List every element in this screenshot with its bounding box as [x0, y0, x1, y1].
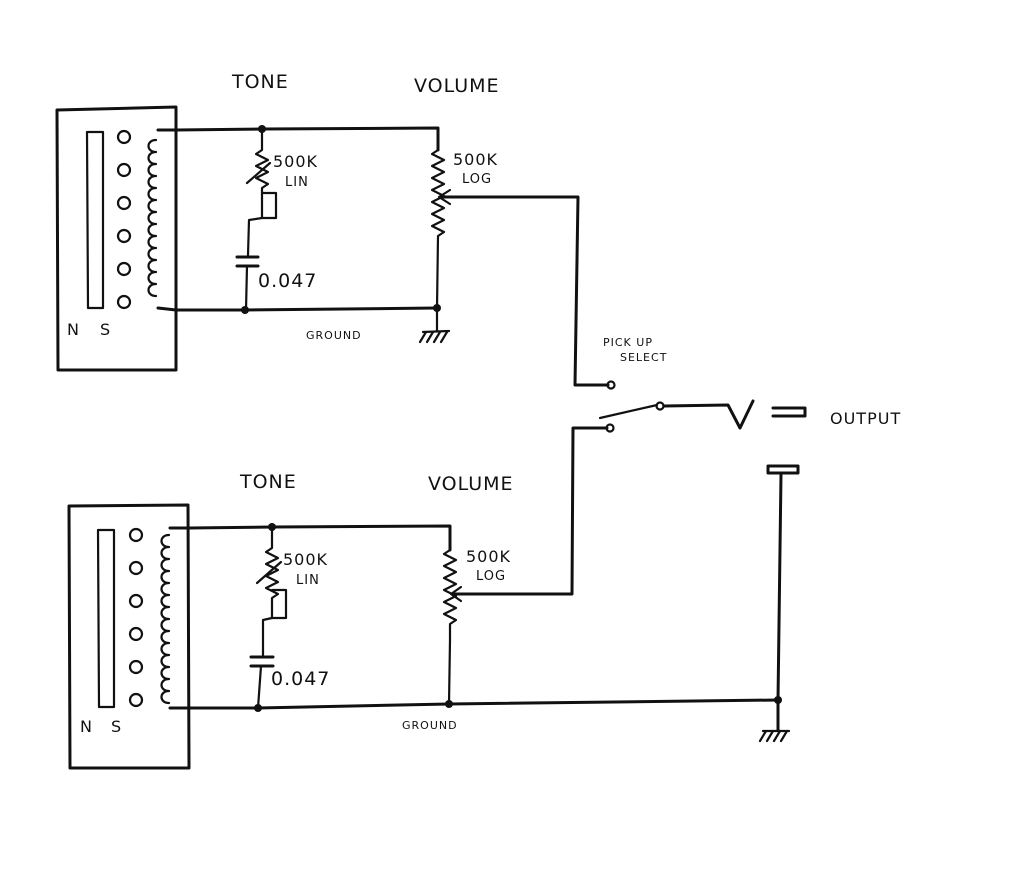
pickup-2-coil	[160, 533, 171, 705]
pickup-2-north-label: N	[80, 717, 93, 736]
pickup-1-capacitor-value: 0.047	[258, 270, 317, 292]
output-jack-sleeve	[766, 464, 800, 475]
pickup-2-ground-label: GROUND	[402, 719, 458, 732]
pickup-1-hot-wire	[156, 126, 440, 152]
pickup-1-tone-pot	[245, 127, 278, 257]
pickup-1-volume-pot-taper: LOG	[462, 172, 492, 187]
pickup-2-tone-pot-value: 500K	[283, 550, 328, 569]
pickup-1-tone-capacitor	[235, 255, 260, 312]
pickup-1-pole-pieces	[116, 129, 132, 310]
pickup-2-volume-pot-taper: LOG	[476, 569, 506, 584]
pickup-2-pole-pieces	[128, 527, 144, 708]
pickup-1-body	[55, 105, 178, 372]
pickup-1-circuit: N S TONE 500K LIN 0.047 VOLUME	[55, 71, 610, 387]
pickup-1-south-label: S	[100, 320, 111, 339]
output-ground-wire	[776, 472, 783, 732]
pickup-1-coil	[147, 138, 158, 298]
pickup-1-volume-pot-value: 500K	[453, 150, 498, 169]
pickup-2-volume-label: VOLUME	[428, 473, 514, 495]
pickup-2-body	[67, 503, 191, 770]
pickup-select-switch: PICK UP SELECT	[598, 336, 755, 433]
pickup-2-tone-pot	[255, 525, 288, 657]
switch-common-contact	[655, 401, 665, 411]
pickup-1-tone-pot-value: 500K	[273, 152, 318, 171]
pickup-2-capacitor-value: 0.047	[271, 668, 330, 690]
switch-contact-1	[606, 380, 616, 390]
pickup-2-volume-pot-value: 500K	[466, 547, 511, 566]
pickup-2-circuit: N S TONE 500K LIN 0.047 VOLUME 500K LOG …	[67, 426, 780, 770]
pickup-1-volume-label: VOLUME	[414, 75, 500, 97]
switch-lever	[598, 403, 659, 420]
pickup-2-tone-capacitor	[249, 655, 275, 710]
pickup-1-magnet-bar	[85, 130, 105, 310]
pickup-1-to-switch-wire	[438, 195, 610, 387]
pickup-1-tone-pot-taper: LIN	[285, 175, 309, 190]
pickup-2-magnet-bar	[96, 528, 116, 709]
switch-label-line2: SELECT	[620, 351, 667, 364]
pickup-2-volume-pot	[442, 548, 463, 706]
pickup-1-volume-pot	[430, 148, 452, 310]
switch-label-line1: PICK UP	[603, 336, 653, 349]
pickup-1-tone-label: TONE	[231, 71, 289, 93]
pickup-1-ground-label: GROUND	[306, 329, 362, 342]
output-jack: OUTPUT	[758, 406, 901, 743]
output-jack-tip	[771, 406, 807, 418]
pickup-1-ground-wire	[156, 306, 439, 312]
pickup-2-to-switch-wire	[450, 426, 609, 596]
pickup-1-north-label: N	[67, 320, 80, 339]
output-ground-symbol	[758, 729, 791, 743]
pickup-2-tone-pot-taper: LIN	[296, 573, 320, 588]
pickup-2-tone-label: TONE	[239, 471, 297, 493]
pickup-1-ground-symbol	[418, 306, 451, 344]
output-label: OUTPUT	[830, 409, 901, 428]
switch-to-jack-wire	[662, 399, 755, 430]
pickup-2-south-label: S	[111, 717, 122, 736]
pickup-2-hot-wire	[168, 524, 452, 552]
